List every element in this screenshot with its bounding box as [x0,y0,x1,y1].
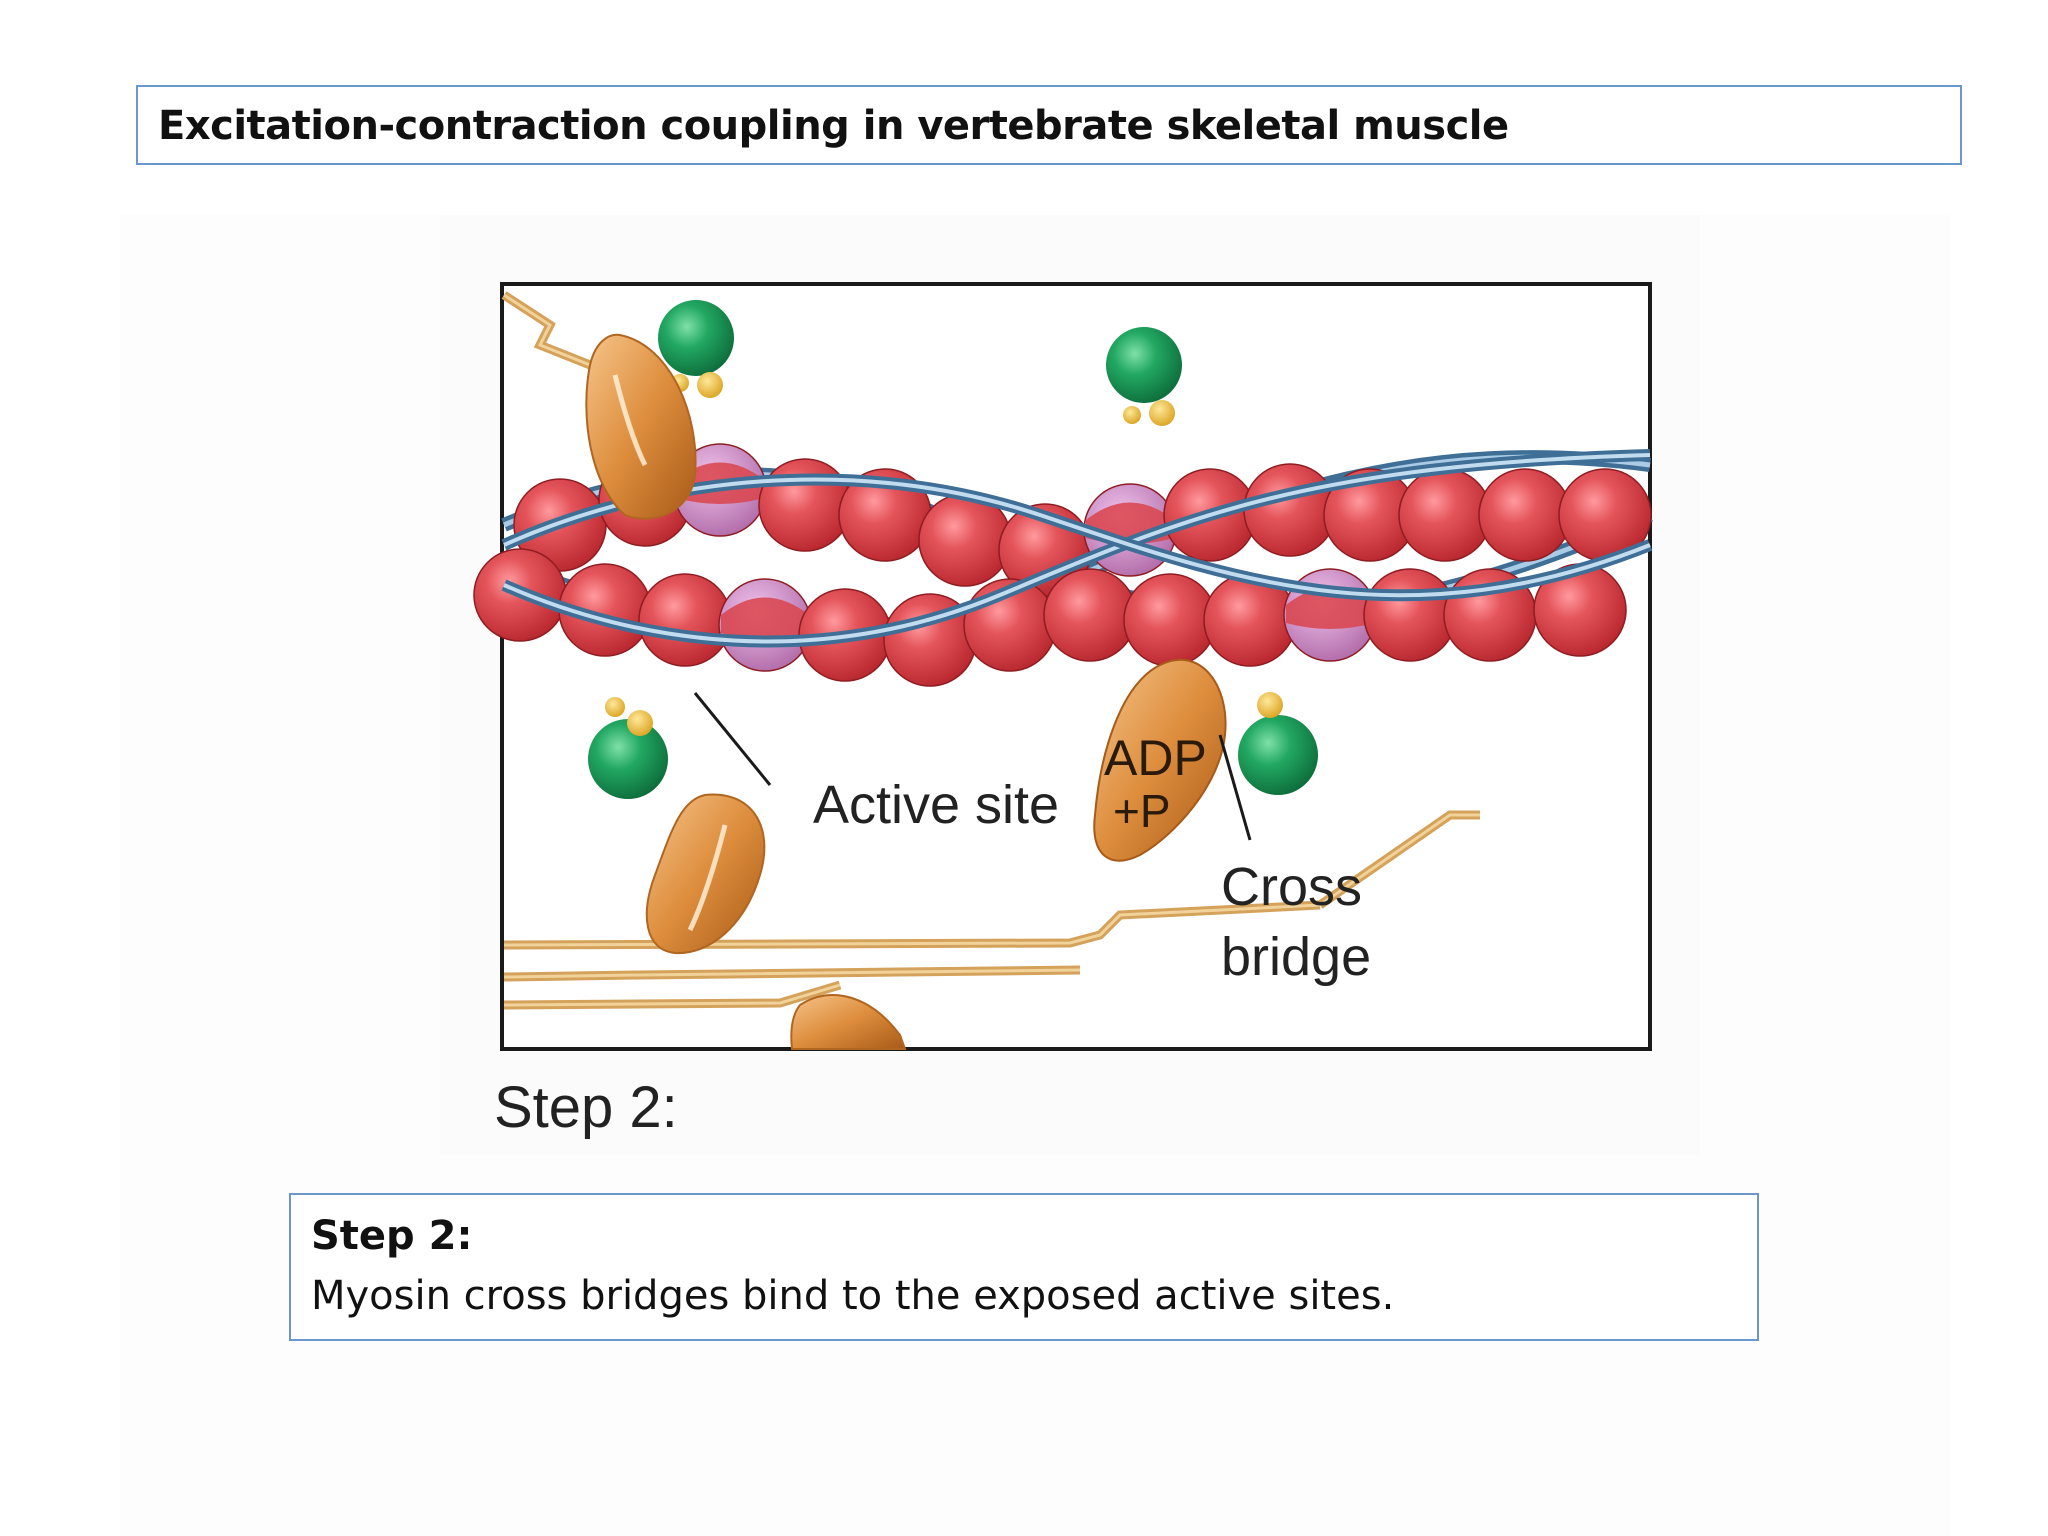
troponin-complex-2 [1106,327,1182,426]
slide-title-box: Excitation-contraction coupling in verte… [136,85,1962,165]
cross-bridge-myosin-head [1093,658,1227,862]
active-site-leader [693,692,772,786]
figure-caption: Step 2: [494,1075,678,1140]
myosin-head-bottom [790,994,907,1050]
myosin-head-upper [585,333,697,520]
adp-label: ADP [1104,730,1207,786]
actin-bead [758,458,852,552]
phosphate-label: +P [1113,785,1171,837]
actin-bead [638,573,732,667]
troponin-complex-1 [658,300,734,398]
cross-label: Cross [1221,857,1362,917]
actin-bead [1243,463,1337,557]
cross-bridge-leader [1218,734,1252,841]
actin-bead [1398,468,1492,562]
thick-filament [503,810,1480,1010]
myosin-head-lower [645,793,766,955]
actin-bead [1363,568,1457,662]
actin-bead [1043,568,1137,662]
step-description: Myosin cross bridges bind to the exposed… [311,1273,1395,1319]
muscle-diagram: Active site ADP +P Cross bridge Step 2: [440,215,1700,1155]
troponin-complex-3 [588,697,668,799]
muscle-diagram-svg: Active site ADP +P Cross bridge Step 2: [473,282,1653,1140]
step-title: Step 2: [311,1213,473,1259]
slide-title: Excitation-contraction coupling in verte… [158,103,1509,149]
active-site-band [721,597,809,639]
step-description-box: Step 2: Myosin cross bridges bind to the… [289,1193,1759,1341]
troponin-complex-4 [1238,692,1318,795]
bridge-label: bridge [1221,927,1371,987]
actin-bead [1478,468,1572,562]
active-site-label: Active site [813,775,1059,835]
actin-bead [1123,573,1217,667]
